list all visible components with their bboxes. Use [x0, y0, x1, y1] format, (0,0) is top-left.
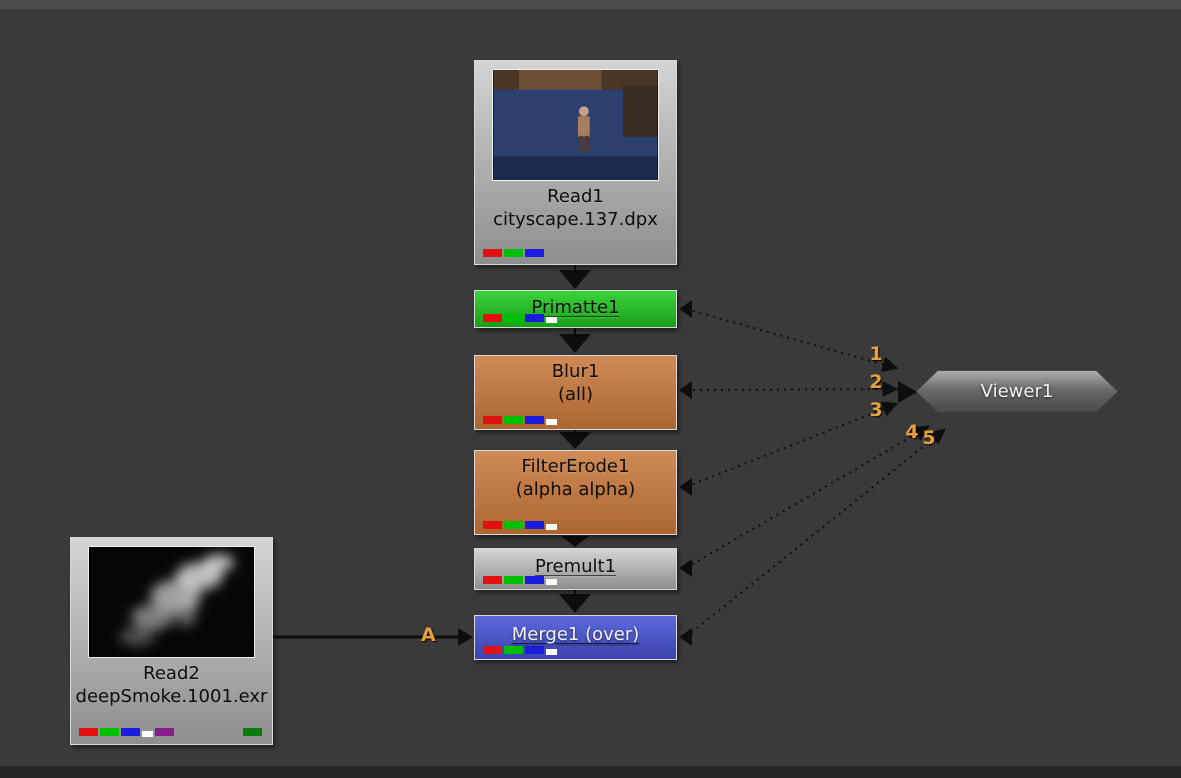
- channel-chip-alpha: [546, 524, 557, 530]
- read1-thumb-actor-leg: [578, 135, 583, 153]
- top-edge-band: [0, 0, 1181, 9]
- channel-chip-blue: [525, 521, 544, 529]
- read1-thumbnail: [492, 69, 659, 181]
- primatte1-side-input-arrow[interactable]: [679, 300, 692, 318]
- primatte1-channel-chips: [483, 314, 668, 323]
- channel-chip-alpha: [546, 649, 557, 655]
- channel-chip-red: [483, 521, 502, 529]
- read1-filename: cityscape.137.dpx: [493, 208, 658, 230]
- filtererode1-side-input-arrow[interactable]: [679, 478, 692, 496]
- channel-chip-blue: [525, 249, 544, 257]
- channel-chip-blue: [525, 416, 544, 424]
- read2-channel-chips: [79, 728, 264, 737]
- merge1-b-input-arrow[interactable]: [559, 594, 591, 613]
- read1-title: Read1: [547, 186, 604, 207]
- read2-filename: deepSmoke.1001.exr: [75, 685, 268, 707]
- viewer-pipe-5-merge1[interactable]: [685, 428, 946, 638]
- merge1-side-input-arrow[interactable]: [679, 628, 692, 646]
- node-filtererode1[interactable]: FilterErode1 (alpha alpha): [474, 450, 677, 535]
- channel-chip-green: [504, 576, 523, 584]
- channel-chip-alpha: [546, 579, 557, 585]
- merge1-a-input-arrow[interactable]: [458, 628, 473, 646]
- primatte1-title: Primatte1: [531, 297, 620, 318]
- channel-chip-red: [483, 314, 502, 322]
- smoke-puff: [173, 591, 198, 627]
- channel-chip-red: [483, 576, 502, 584]
- bottom-edge-band: [0, 766, 1181, 778]
- premult1-input-arrow[interactable]: [561, 536, 589, 547]
- viewer-input-number-2: 2: [869, 371, 883, 393]
- read2-title: Read2: [143, 663, 200, 684]
- merge1-channel-chips: [483, 646, 668, 655]
- primatte1-input-arrow[interactable]: [559, 270, 591, 289]
- read1-thumb-actor-body: [577, 116, 590, 137]
- viewer-pipe-1-primatte1[interactable]: [685, 308, 899, 373]
- viewer-pipe-2-blur1[interactable]: [685, 381, 899, 398]
- viewer-input-number-4: 4: [905, 421, 919, 443]
- node-read1[interactable]: Read1 cityscape.137.dpx: [474, 60, 677, 265]
- viewer-input-number-3: 3: [869, 399, 883, 421]
- channel-chip-blue: [525, 576, 544, 584]
- channel-chip-alpha: [546, 317, 557, 323]
- channel-chip-dark-green: [243, 728, 262, 736]
- read1-thumb-actor-leg: [584, 135, 589, 153]
- channel-chip-green: [100, 728, 119, 736]
- blur1-channel-chips: [483, 416, 668, 425]
- channel-chip-green: [504, 521, 523, 529]
- channel-chip-green: [504, 646, 523, 654]
- viewer1-input-arrow[interactable]: [898, 381, 917, 403]
- smoke-puff: [131, 604, 174, 630]
- blur1-title: Blur1: [551, 361, 600, 382]
- node-merge1[interactable]: Merge1 (over): [474, 615, 677, 660]
- smoke-puff: [119, 627, 155, 646]
- node-viewer1[interactable]: Viewer1: [916, 370, 1118, 413]
- filtererode1-channels-label: (alpha alpha): [515, 478, 636, 500]
- read1-channel-chips: [483, 249, 668, 257]
- premult1-side-input-arrow[interactable]: [679, 559, 692, 577]
- node-primatte1[interactable]: Primatte1: [474, 290, 677, 328]
- read1-thumb-set: [519, 70, 602, 90]
- merge1-a-input-label: A: [421, 624, 436, 646]
- filtererode1-channel-chips: [483, 521, 668, 530]
- read1-thumb-floor: [493, 156, 658, 180]
- viewer1-title: Viewer1: [980, 381, 1054, 402]
- blur1-channels-label: (all): [557, 383, 594, 405]
- channel-chip-green: [504, 314, 523, 322]
- filtererode1-input-arrow[interactable]: [559, 432, 591, 449]
- channel-chip-blue: [525, 646, 544, 654]
- channel-chip-alpha: [142, 731, 153, 737]
- node-read2[interactable]: Read2 deepSmoke.1001.exr: [70, 537, 273, 745]
- viewer-input-number-5: 5: [922, 427, 936, 449]
- channel-chip-blue: [525, 314, 544, 322]
- merge1-title: Merge1 (over): [511, 624, 640, 645]
- read2-thumbnail: [88, 546, 255, 658]
- read2-thumb-smoke: [119, 553, 235, 646]
- channel-chip-purple: [155, 728, 174, 736]
- channel-chip-red: [483, 249, 502, 257]
- blur1-input-arrow[interactable]: [559, 334, 591, 353]
- node-blur1[interactable]: Blur1 (all): [474, 355, 677, 430]
- channel-chip-red: [483, 416, 502, 424]
- viewer-pipe-3-filtererode1[interactable]: [685, 401, 899, 488]
- channel-chip-green: [504, 416, 523, 424]
- channel-chip-red: [79, 728, 98, 736]
- channel-chip-red: [483, 646, 502, 654]
- blur1-side-input-arrow[interactable]: [679, 381, 692, 399]
- channel-chip-blue: [121, 728, 140, 736]
- smoke-puff: [203, 553, 235, 572]
- channel-chip-alpha: [546, 419, 557, 425]
- channel-chip-green: [504, 249, 523, 257]
- premult1-title: Premult1: [534, 556, 617, 577]
- read1-thumb-prop: [623, 85, 658, 137]
- read1-thumb-actor-head: [578, 106, 589, 117]
- viewer-input-number-1: 1: [869, 343, 883, 365]
- premult1-channel-chips: [483, 576, 668, 585]
- node-premult1[interactable]: Premult1: [474, 548, 677, 590]
- filtererode1-title: FilterErode1: [521, 456, 630, 477]
- viewer-pipe-4-premult1[interactable]: [685, 425, 931, 569]
